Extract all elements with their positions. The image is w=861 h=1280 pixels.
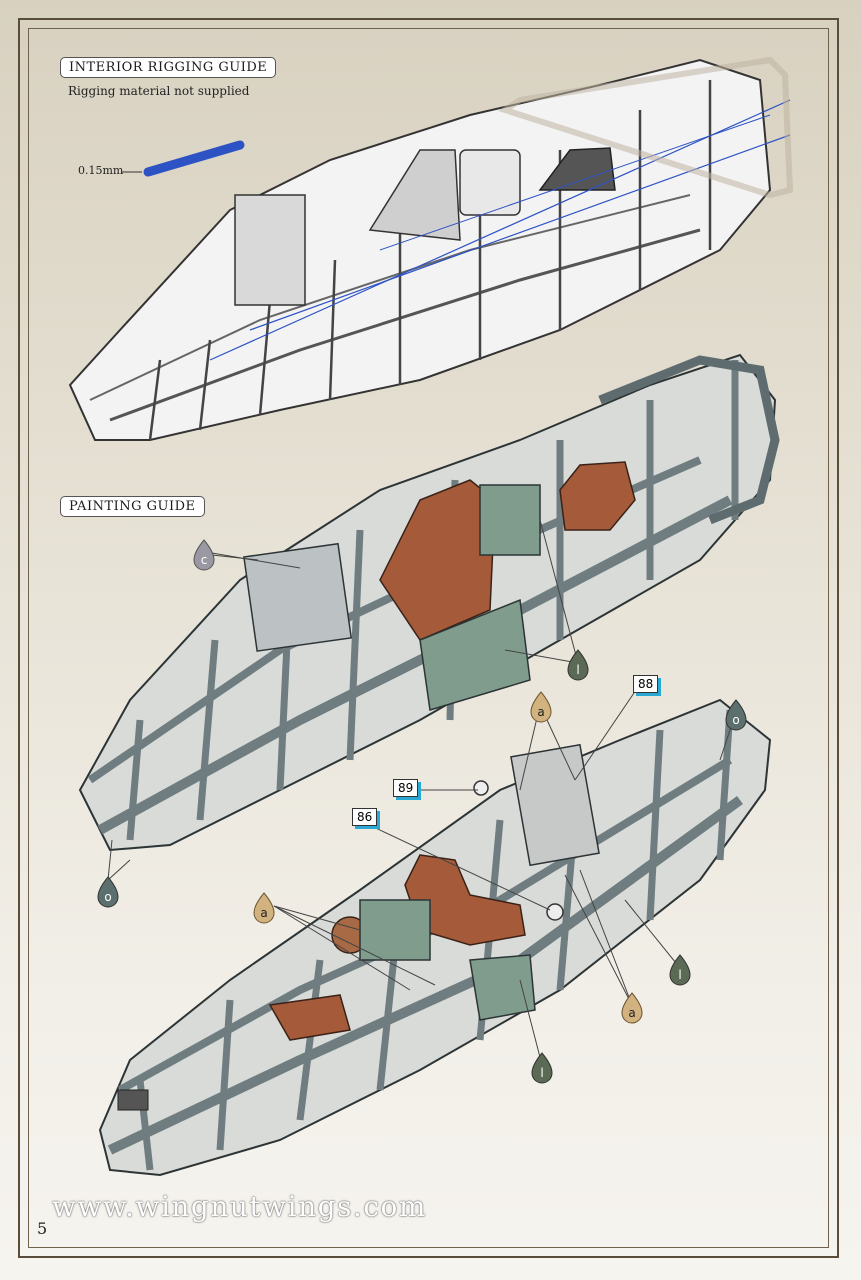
paint-drop-l-label: l bbox=[576, 663, 579, 677]
paint-drop-l-label: l bbox=[678, 968, 681, 982]
paint-drop-a-1: a bbox=[530, 691, 552, 723]
callout-leader-lines bbox=[107, 519, 737, 1066]
painting-guide-title: PAINTING GUIDE bbox=[60, 496, 205, 517]
page-border-inner bbox=[28, 28, 829, 1248]
paint-drop-a-label: a bbox=[537, 705, 544, 719]
paint-drop-o-2: o bbox=[725, 699, 747, 731]
paint-drop-l-1: l bbox=[567, 649, 589, 681]
part-number-88: 88 bbox=[633, 675, 659, 693]
paint-drop-c-1: c bbox=[193, 539, 215, 571]
website-url: www.wingnutwings.com bbox=[52, 1190, 427, 1223]
painting-fuselage-1-drawing bbox=[78, 353, 780, 852]
paint-drop-o-label: o bbox=[732, 713, 739, 727]
rigging-wire-sample bbox=[122, 140, 245, 177]
paint-drop-l-label: l bbox=[540, 1066, 543, 1080]
painting-fuselage-2-drawing bbox=[98, 698, 772, 1177]
rigging-guide-title: INTERIOR RIGGING GUIDE bbox=[60, 57, 277, 78]
part-number-89: 89 bbox=[393, 779, 419, 797]
paint-drop-o-label: o bbox=[104, 890, 111, 904]
paint-drop-o-1: o bbox=[97, 876, 119, 908]
paint-drop-a-2: a bbox=[253, 892, 275, 924]
paint-drop-a-label: a bbox=[260, 906, 267, 920]
rigging-guide-subtitle: Rigging material not supplied bbox=[68, 84, 250, 98]
paint-drop-l-2: l bbox=[669, 954, 691, 986]
page-number: 5 bbox=[37, 1219, 48, 1238]
paint-drop-l-3: l bbox=[531, 1052, 553, 1084]
paint-drop-a-3: a bbox=[621, 992, 643, 1024]
rigging-fuselage-drawing bbox=[68, 56, 794, 441]
part-number-86: 86 bbox=[352, 808, 378, 826]
page-border-outer bbox=[18, 18, 839, 1258]
paint-drop-a-label: a bbox=[628, 1006, 635, 1020]
paint-drop-c-label: c bbox=[201, 553, 208, 567]
rigging-size-label: 0.15mm bbox=[78, 164, 124, 177]
